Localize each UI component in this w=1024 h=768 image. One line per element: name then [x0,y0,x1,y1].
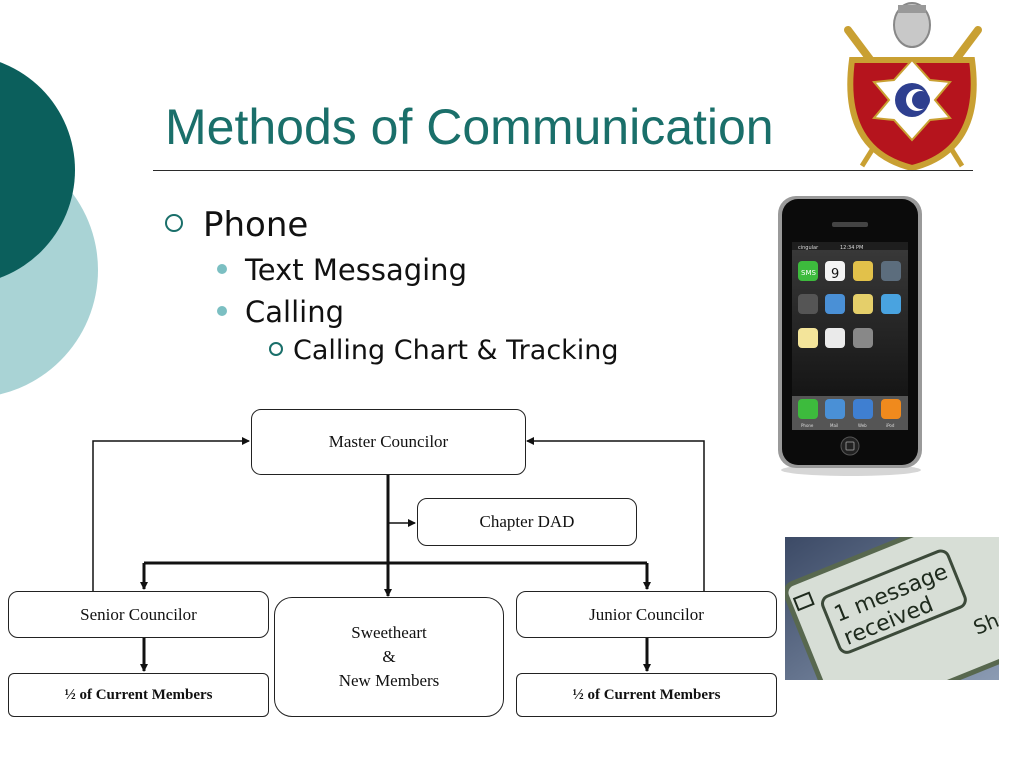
bullet-level1: Phone [165,205,308,245]
senior-councilor-box: Senior Councilor [8,591,269,638]
junior-councilor-label: Junior Councilor [589,604,704,624]
dock-label: Web [858,423,867,428]
slide-title: Methods of Communication [165,99,774,155]
bullet-calling: Calling [245,295,344,329]
junior-councilor-box: Junior Councilor [516,591,777,638]
dark-teal-circle [0,62,75,278]
dock-label: Phone [801,423,814,428]
bullet-phone: Phone [203,205,309,245]
sweetheart-label-line3: New Members [338,671,440,690]
title-divider [153,170,973,171]
dot-bullet-icon [217,306,227,316]
dock-label: Mail [830,423,838,428]
senior-members-label: ½ of Current Members [64,686,213,703]
phone-time: 12:34 PM [840,245,863,251]
bullet-text-messaging: Text Messaging [245,253,467,287]
chapter-dad-label: Chapter DAD [479,512,575,531]
senior-councilor-label: Senior Councilor [80,604,197,624]
chapter-dad-box: Chapter DAD [417,498,637,546]
dock-icons [798,399,901,419]
dot-bullet-icon [217,264,227,274]
bullet-level2-item: Calling [217,295,344,329]
sweetheart-label-line1: Sweetheart [351,623,427,642]
dock-label: iPod [886,423,895,428]
senior-members-box: ½ of Current Members [8,673,269,717]
phone-carrier: cingular [798,245,819,251]
junior-members-box: ½ of Current Members [516,673,777,717]
calendar-day: 9 [831,267,839,282]
master-councilor-box: Master Councilor [251,409,526,475]
bullet-level2-item: Text Messaging [217,253,467,287]
sweetheart-box: Sweetheart & New Members [274,597,504,717]
ring-bullet-icon [269,341,283,356]
ring-bullet-icon [165,213,183,232]
envelope-icon [792,591,815,612]
bullet-level3: Calling Chart & Tracking [269,335,619,366]
junior-members-label: ½ of Current Members [572,686,721,703]
master-councilor-label: Master Councilor [328,432,449,451]
app-grid: SMS 9 [798,261,901,348]
bullet-calling-chart: Calling Chart & Tracking [293,335,619,366]
sweetheart-label-line2: & [382,647,396,666]
crest-icon [844,2,982,172]
sms-app-label: SMS [801,269,816,277]
